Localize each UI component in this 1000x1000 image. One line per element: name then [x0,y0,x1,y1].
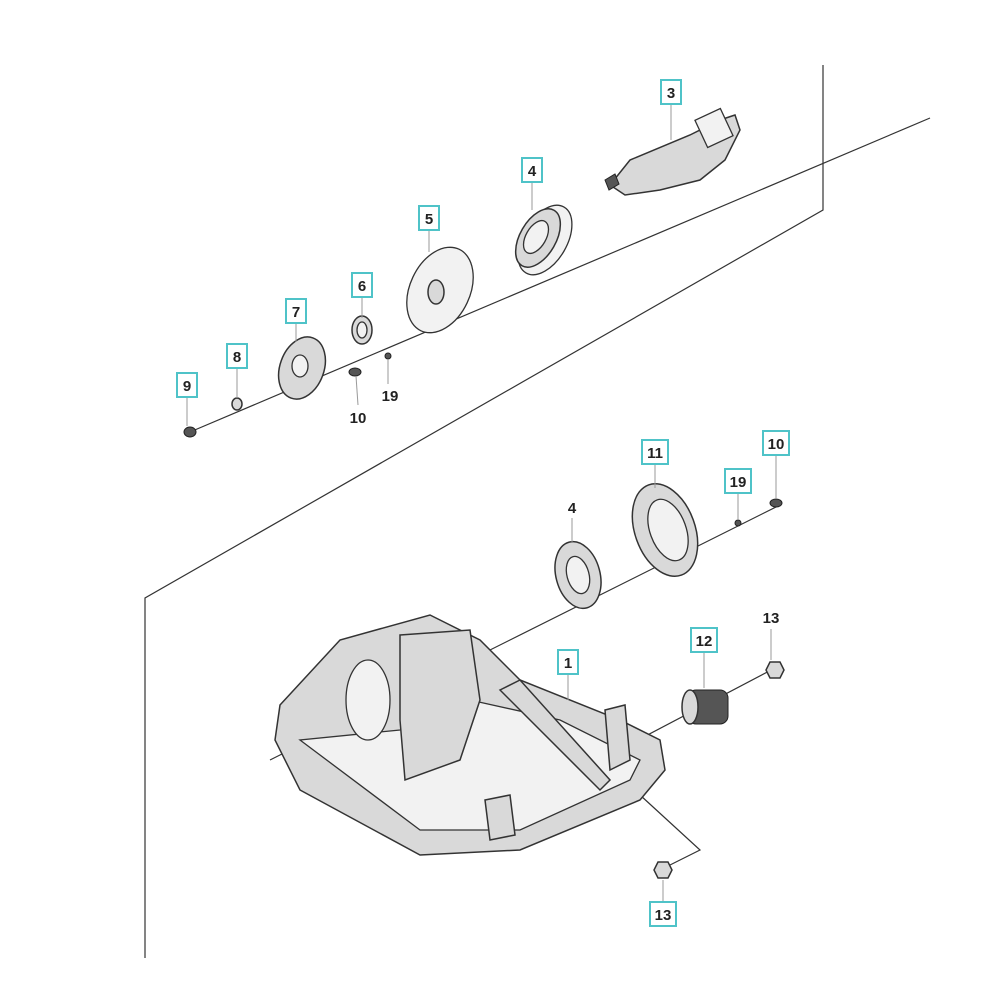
part-10-screw-lower [769,498,783,508]
part-10-screw-upper [348,367,362,377]
callout-1[interactable]: 1 [557,649,579,675]
part-4-bearing-upper [514,204,573,276]
callout-label: 19 [730,474,747,491]
callout-label: 3 [667,85,675,102]
callout-3[interactable]: 3 [660,79,682,105]
part-4-bearing-lower [554,540,602,610]
callout-19-lower[interactable]: 19 [724,468,752,494]
part-19-washer-upper [384,352,392,360]
callout-8[interactable]: 8 [226,343,248,369]
part-8-washer [231,397,243,411]
part-1-base-plate [274,614,666,856]
callout-19-upper[interactable]: 19 [382,388,399,405]
callout-label: 13 [655,907,672,924]
group-frame [144,65,824,958]
part-3-eccentric-shaft [604,107,741,196]
callout-label: 9 [183,378,191,395]
part-19-washer-lower [734,519,742,527]
callout-label: 13 [763,610,780,627]
part-7-pulley [277,336,327,400]
callout-4-lower[interactable]: 4 [568,500,577,517]
callout-label: 12 [696,633,713,650]
callout-9[interactable]: 9 [176,372,198,398]
callout-label: 8 [233,349,241,366]
callout-13-lower[interactable]: 13 [649,901,677,927]
callout-label: 4 [568,500,577,517]
callout-label: 10 [768,436,785,453]
callout-label: 6 [358,278,366,295]
part-13-nut-lower [653,861,673,879]
callout-10-upper[interactable]: 10 [350,410,367,427]
leader-lines [186,104,777,902]
part-5-plate [406,246,474,334]
callout-label: 5 [425,211,433,228]
callout-label: 19 [382,388,399,405]
callout-4-upper[interactable]: 4 [521,157,543,183]
callout-label: 11 [647,445,663,462]
callout-label: 4 [528,163,537,180]
callout-label: 1 [564,655,572,672]
callout-label: 10 [350,410,367,427]
part-13-nut-upper [765,661,785,679]
part-11-bearing-housing [631,482,699,578]
part-6-seal [351,315,373,345]
nut-axis [639,794,702,866]
callout-12[interactable]: 12 [690,627,718,653]
callout-6[interactable]: 6 [351,272,373,298]
callout-label: 7 [292,304,300,321]
callout-13-upper[interactable]: 13 [763,610,780,627]
part-9-bolt [183,426,197,438]
callout-7[interactable]: 7 [285,298,307,324]
callout-11[interactable]: 11 [641,439,669,465]
callout-5[interactable]: 5 [418,205,440,231]
callout-10-lower[interactable]: 10 [762,430,790,456]
part-12-rubber-isolator [681,689,729,725]
